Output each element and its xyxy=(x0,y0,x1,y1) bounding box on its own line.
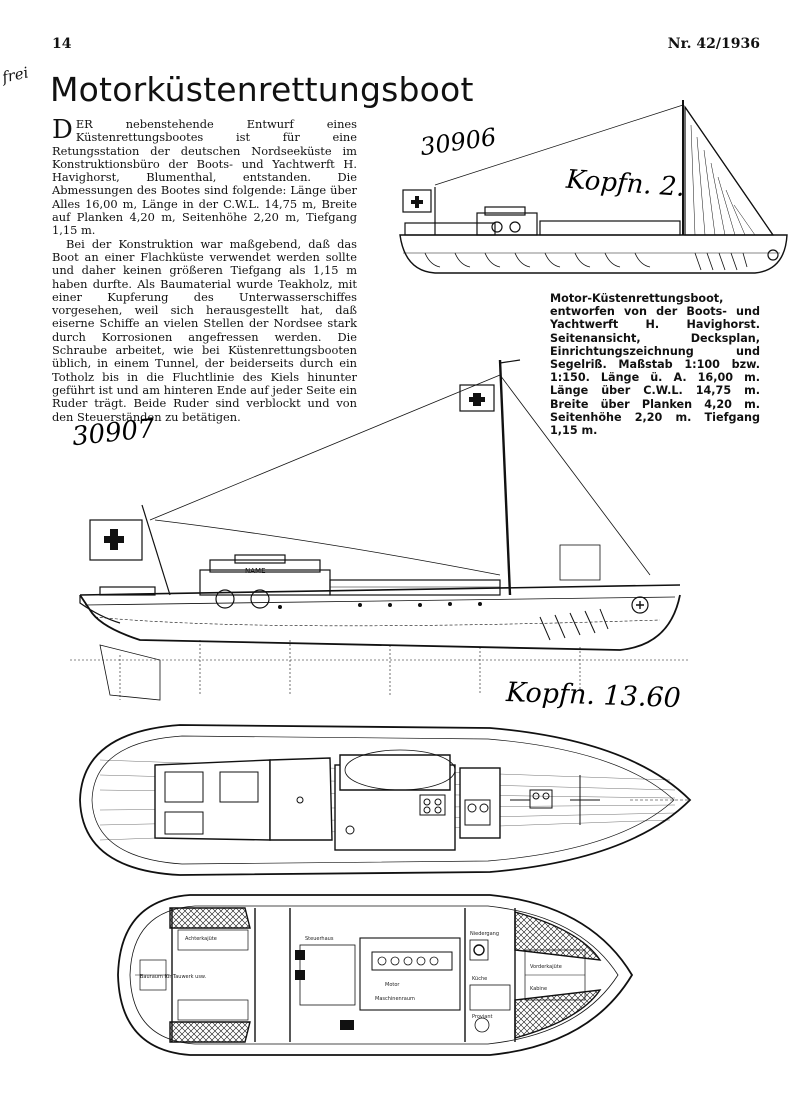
room-label-vorschiff: Vorderkajüte xyxy=(530,964,562,970)
room-label-steuerhaus: Steuerhaus xyxy=(305,936,334,942)
deck-plan-drawing xyxy=(79,724,692,876)
room-label-proviant: Proviant xyxy=(472,1014,493,1020)
room-label-maschinenraum: Maschinenraum xyxy=(375,996,415,1002)
room-label-bauraum: Bauraum für Tauwerk usw. xyxy=(140,974,207,980)
margin-handwritten-note: frei xyxy=(0,63,30,87)
room-label-kombuese: Küche xyxy=(472,976,487,982)
accommodation-plan-drawing: Bauraum für Tauwerk usw. Achterkajüte St… xyxy=(117,894,634,1056)
figure-caption: Motor-Küstenrettungsboot, entworfen von … xyxy=(550,292,760,438)
sail-plan-small xyxy=(399,100,788,274)
page-number: 14 xyxy=(52,36,72,52)
drop-cap: D xyxy=(52,115,73,145)
room-label-luke: Niedergang xyxy=(470,931,499,937)
issue-number: Nr. 42/1936 xyxy=(667,36,760,52)
room-label-motor: Motor xyxy=(385,982,400,988)
side-elevation-drawing: NAME xyxy=(70,359,690,701)
paragraph-1-text: ER nebenstehende Entwurf eines Küstenret… xyxy=(52,117,357,238)
name-plate-label: NAME xyxy=(245,567,266,575)
room-label-hinten: Achterkajüte xyxy=(185,936,217,942)
article-title: Motorküstenrettungsboot xyxy=(50,70,474,109)
room-label-kabine: Kabine xyxy=(530,986,547,992)
paragraph-2: Bei der Konstruktion war maßgebend, daß … xyxy=(52,236,357,424)
